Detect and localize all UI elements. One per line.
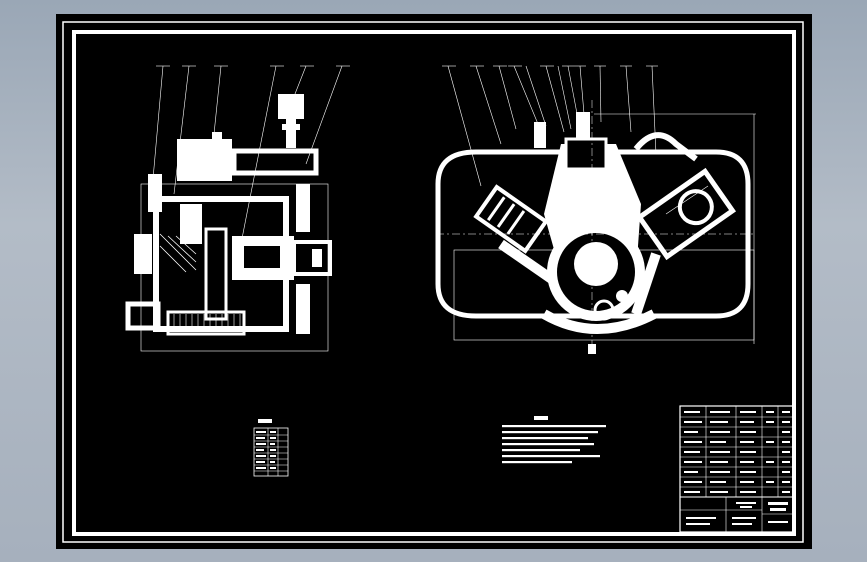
upper-link <box>633 132 698 162</box>
oil-pan <box>541 309 657 334</box>
base-pin <box>588 344 596 354</box>
lower-bearing <box>593 299 615 321</box>
tower-collar <box>282 124 300 130</box>
bottom-gear <box>166 310 246 336</box>
valve-cover <box>564 137 608 171</box>
left-leaders <box>152 65 350 270</box>
right-front-view <box>435 65 756 354</box>
left-sectional-view <box>125 65 350 352</box>
center-shaft <box>204 227 228 321</box>
right-connecting-arm <box>631 252 661 316</box>
technical-notes <box>502 416 606 464</box>
right-leaders <box>442 65 709 215</box>
tower-shaft <box>286 118 296 148</box>
left-bearing <box>134 234 152 274</box>
drawing-sheet <box>56 14 812 549</box>
upper-shaft-housing <box>231 148 319 176</box>
output-shaft <box>312 249 322 267</box>
housing-boss <box>212 132 222 142</box>
left-cylinder <box>473 184 549 254</box>
shaft-support <box>180 204 202 244</box>
parts-list-text-marks <box>256 431 276 469</box>
parts-list-heading-mark <box>258 419 272 423</box>
right-upper-post <box>296 184 310 232</box>
output-shaft-housing <box>292 240 332 276</box>
drawing-canvas <box>62 21 804 543</box>
intake-stem <box>534 122 546 148</box>
bottom-hatch <box>173 314 241 332</box>
gear-cavity <box>244 246 280 268</box>
inner-border <box>72 30 796 536</box>
right-lower-post <box>296 284 310 334</box>
parts-list-table <box>253 419 289 477</box>
crankshaft <box>574 242 618 286</box>
title-block <box>679 405 795 533</box>
parts-list-frame <box>253 427 289 477</box>
outer-border <box>62 21 804 543</box>
bevel-gear-hatch <box>159 233 197 273</box>
tower-cap <box>278 94 304 119</box>
right-cylinder <box>635 167 737 261</box>
top-gear-housing <box>177 139 232 181</box>
title-block-frame <box>679 405 795 533</box>
outer-casing <box>435 149 751 319</box>
left-foot <box>125 301 161 331</box>
notes-heading-mark <box>534 416 548 420</box>
side-bolt <box>616 290 628 302</box>
title-block-text-marks <box>684 411 790 525</box>
